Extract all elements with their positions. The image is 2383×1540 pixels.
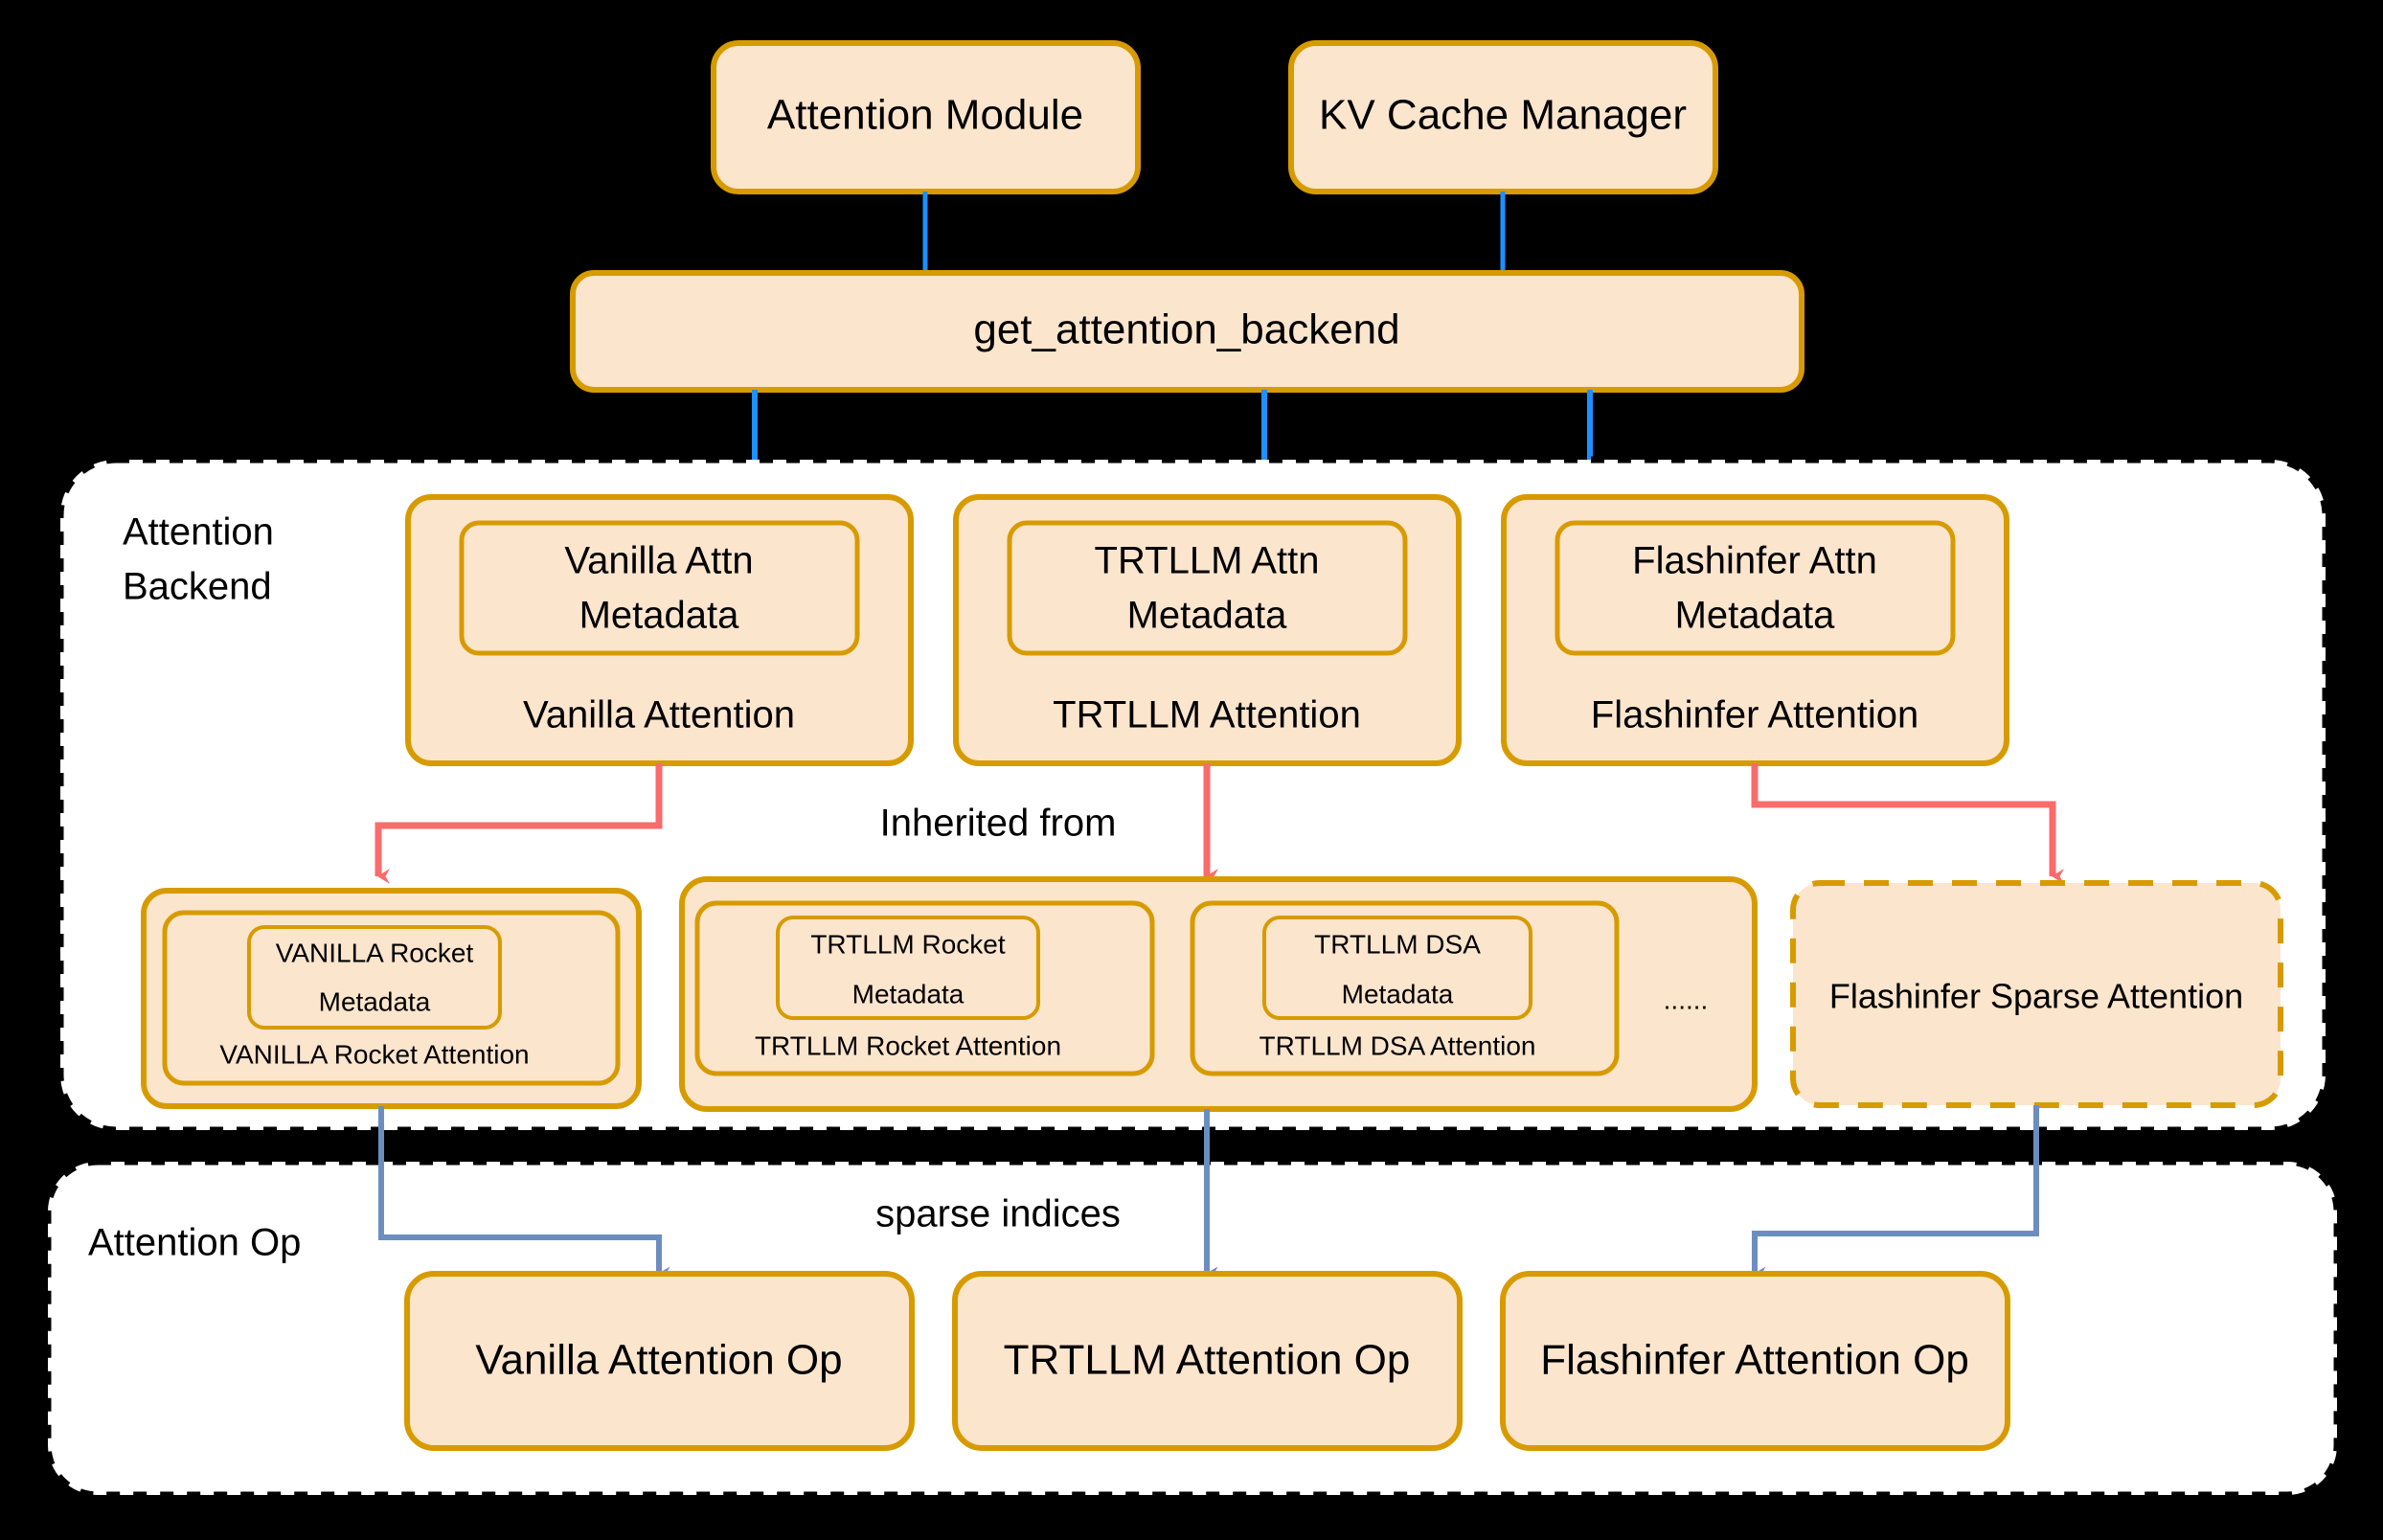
arrow-inherit-flashinfer [1751,763,2064,884]
sparse-indices-label: sparse indices [875,1193,1121,1235]
attention-module-label: Attention Module [767,92,1083,139]
trtllm-attention-backend-box[interactable]: TRTLLM Attn Metadata TRTLLM Attention [953,494,1462,766]
trtllm-attention-op-shape [952,1271,1463,1451]
flashinfer-attention-op-label: Flashinfer Attention Op [1540,1337,1969,1384]
vanilla-rocket-metadata-box[interactable] [247,925,502,1030]
vanilla-rocket-attention-label: VANILLA Rocket Attention [219,1039,529,1069]
trtllm-attention-backend-label: TRTLLM Attention [1053,694,1361,736]
attention-backend-panel-label-line2: Backend [123,566,272,608]
trtllm-sparse-group[interactable]: TRTLLM Rocket Metadata TRTLLM Rocket Att… [679,876,1758,1112]
vanilla-attention-op-shape [404,1271,915,1451]
trtllm-rocket-metadata-label-line1: TRTLLM Rocket [810,929,1006,959]
arrow-sparse-to-vanilla-op [378,1106,670,1281]
trtllm-dsa-metadata-label-line2: Metadata [1342,979,1454,1008]
vanilla-attn-metadata-box[interactable] [459,520,860,656]
get-attention-backend-box-shape [570,270,1804,393]
flashinfer-attention-op-box[interactable]: Flashinfer Attention Op [1500,1271,2010,1451]
flashinfer-attn-metadata-box[interactable] [1555,520,1956,656]
get-attention-backend-label: get_attention_backend [973,306,1399,353]
trtllm-attn-metadata-label-line1: TRTLLM Attn [1095,540,1320,582]
flashinfer-attention-backend-label: Flashinfer Attention [1591,694,1918,736]
vanilla-attention-op-box[interactable]: Vanilla Attention Op [404,1271,915,1451]
trtllm-dsa-metadata-label-line1: TRTLLM DSA [1314,929,1481,959]
arrow-sparse-to-flashinfer-op [1752,1105,2039,1281]
vanilla-attention-backend-box[interactable]: Vanilla Attn Metadata Vanilla Attention [405,494,914,766]
vanilla-attn-metadata-label-line2: Metadata [579,595,740,637]
trtllm-attention-op-label: TRTLLM Attention Op [1004,1337,1411,1384]
flashinfer-attention-op-shape [1500,1271,2010,1451]
trtllm-rocket-attention-label: TRTLLM Rocket Attention [755,1030,1061,1060]
trtllm-dsa-metadata-box[interactable] [1262,916,1532,1020]
flashinfer-attn-metadata-label-line2: Metadata [1675,595,1836,637]
attention-op-panel-label: Attention Op [88,1222,301,1264]
arrow-inherit-vanilla [374,763,663,884]
inherited-from-label: Inherited from [880,803,1117,845]
vanilla-sparse-group[interactable]: VANILLA Rocket Metadata VANILLA Rocket A… [141,888,642,1109]
trtllm-sparse-group-ellipsis: ...... [1664,985,1709,1014]
vanilla-rocket-metadata-label-line2: Metadata [319,986,431,1016]
flashinfer-attention-backend-box[interactable]: Flashinfer Attn Metadata Flashinfer Atte… [1501,494,2009,766]
trtllm-rocket-metadata-label-line2: Metadata [852,979,965,1008]
get-attention-backend-box[interactable]: get_attention_backend [570,270,1804,393]
vanilla-rocket-metadata-label-line1: VANILLA Rocket [276,938,474,967]
vanilla-attention-backend-label: Vanilla Attention [523,694,795,736]
vanilla-attn-metadata-label-line1: Vanilla Attn [564,540,753,582]
flashinfer-sparse-attention-box[interactable]: Flashinfer Sparse Attention [1790,880,2283,1108]
trtllm-attention-op-box[interactable]: TRTLLM Attention Op [952,1271,1463,1451]
kv-cache-manager-box[interactable]: KV Cache Manager [1288,40,1718,194]
attention-module-box[interactable]: Attention Module [711,40,1141,194]
trtllm-dsa-attention-label: TRTLLM DSA Attention [1260,1030,1536,1060]
flashinfer-sparse-attention-label: Flashinfer Sparse Attention [1829,977,2243,1016]
trtllm-attn-metadata-box[interactable] [1007,520,1408,656]
vanilla-attention-op-label: Vanilla Attention Op [475,1337,842,1384]
attention-backend-panel-label-line1: Attention [123,511,274,554]
trtllm-rocket-metadata-box[interactable] [776,916,1040,1020]
trtllm-attn-metadata-label-line2: Metadata [1127,595,1288,637]
kv-cache-manager-label: KV Cache Manager [1319,92,1687,139]
flashinfer-attn-metadata-label-line1: Flashinfer Attn [1632,540,1877,582]
